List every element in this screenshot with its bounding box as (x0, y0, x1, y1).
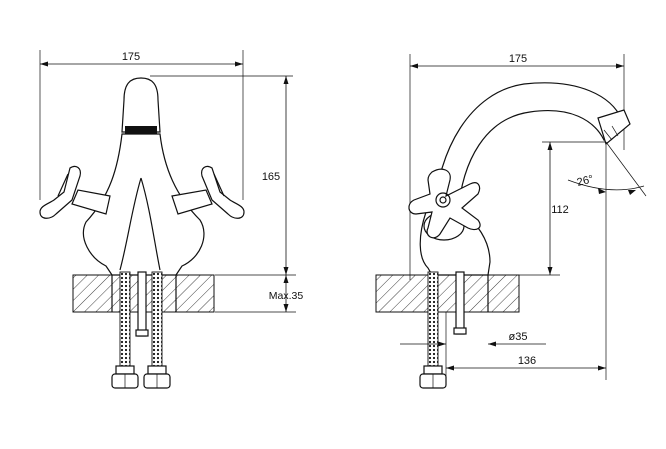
side-spout-height-dimension: 112 (462, 141, 606, 276)
side-width-label: 175 (509, 53, 527, 65)
side-handle (408, 168, 481, 241)
front-max-thickness-label: Max.35 (269, 290, 304, 302)
side-spout-height-label: 112 (551, 204, 569, 216)
front-height-dimension: 165 (150, 75, 293, 275)
side-width-dimension: 175 (409, 53, 625, 280)
side-reach-dimension: 136 (446, 355, 606, 371)
side-angle-dimension: 26° (567, 141, 647, 380)
side-hoses (419, 271, 489, 389)
front-height-label: 165 (262, 171, 280, 183)
front-hoses (111, 271, 177, 389)
side-hole-diameter-label: ø35 (509, 331, 528, 343)
front-aerator (125, 126, 157, 134)
front-left-handle (39, 165, 111, 219)
side-hole-diameter-dimension: ø35 (400, 312, 546, 380)
side-view: 175 112 (375, 53, 647, 389)
front-width-label: 175 (122, 51, 140, 63)
front-max-thickness-dimension: Max.35 (215, 274, 304, 313)
front-right-handle (171, 165, 245, 219)
front-width-dimension: 175 (39, 50, 244, 200)
front-spout (121, 77, 161, 133)
side-reach-label: 136 (518, 355, 536, 367)
side-countertop (375, 274, 520, 313)
front-view: 175 165 Max.35 (39, 50, 304, 389)
side-angle-label: 26° (576, 173, 595, 189)
